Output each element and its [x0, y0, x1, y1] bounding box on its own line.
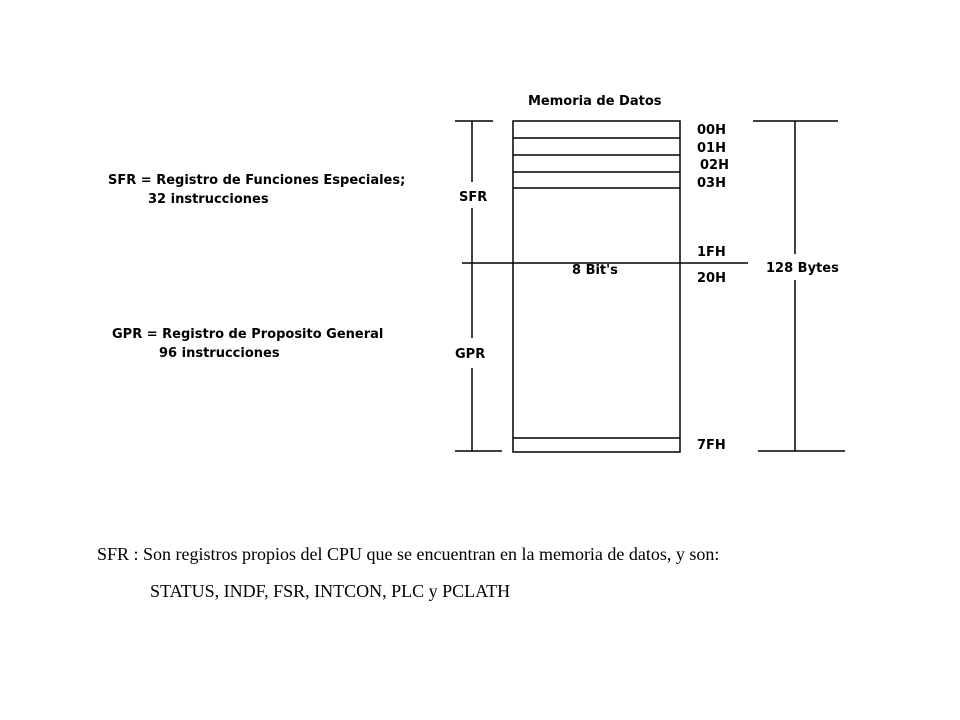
address-02h: 02H	[700, 158, 729, 173]
address-7fh: 7FH	[697, 438, 726, 453]
gpr-region-label: GPR	[455, 347, 485, 362]
address-00h: 00H	[697, 123, 726, 138]
sfr-legend-line1: SFR = Registro de Funciones Especiales;	[108, 173, 406, 188]
sfr-region-label: SFR	[459, 190, 487, 205]
address-03h: 03H	[697, 176, 726, 191]
address-01h: 01H	[697, 141, 726, 156]
address-1fh: 1FH	[697, 245, 726, 260]
gpr-legend-line2: 96 instrucciones	[159, 346, 280, 361]
description-line2: STATUS, INDF, FSR, INTCON, PLC y PCLATH	[150, 581, 511, 601]
memory-block	[512, 120, 681, 453]
description-line1: SFR : Son registros propios del CPU que …	[97, 544, 720, 564]
sfr-legend: SFR = Registro de Funciones Especiales; …	[108, 171, 405, 209]
gpr-legend-line1: GPR = Registro de Proposito General	[112, 327, 384, 342]
diagram-title: Memoria de Datos	[528, 94, 662, 109]
width-label: 8 Bit's	[572, 263, 618, 278]
sfr-legend-line2: 32 instrucciones	[148, 192, 269, 207]
address-20h: 20H	[697, 271, 726, 286]
size-label: 128 Bytes	[766, 261, 839, 276]
gpr-legend: GPR = Registro de Proposito General 96 i…	[112, 325, 383, 363]
